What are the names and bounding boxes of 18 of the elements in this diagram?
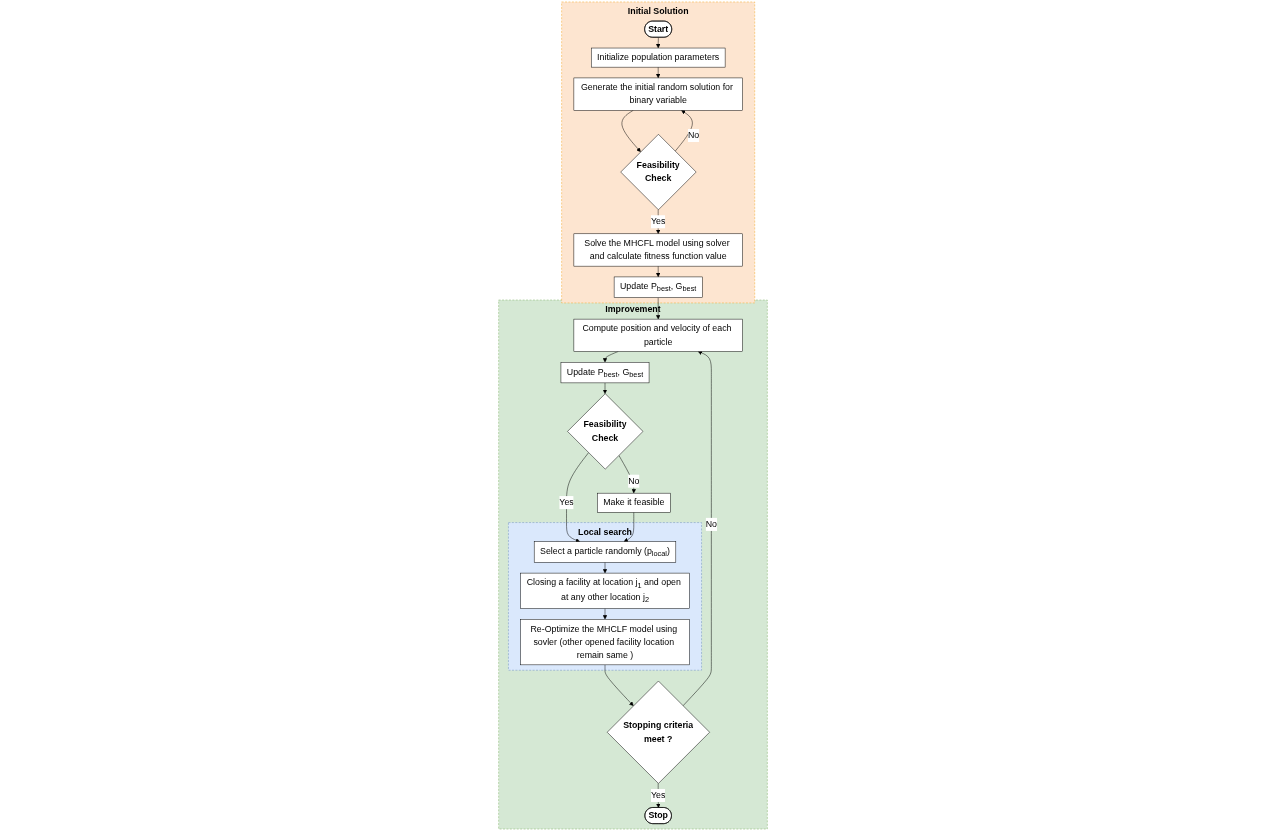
node-diamond: Stopping criteria meet ? bbox=[606, 680, 710, 784]
node-box: Make it feasible bbox=[597, 492, 671, 513]
node-box: Update P$_{best}$, G$_{best}$ bbox=[613, 276, 703, 298]
node-box: Compute position and velocity of each particle bbox=[573, 318, 743, 352]
node-box: Update P$_{best}$, G$_{best}$ bbox=[560, 362, 650, 384]
edge-label: No bbox=[687, 130, 700, 141]
node-box: Solve the MHCFL model using solver and calculate fitness function value bbox=[573, 233, 743, 267]
edge-label: Yes bbox=[650, 790, 666, 801]
edge-label: No bbox=[628, 476, 640, 486]
node-box: Select a particle randomly (p$_{local}$) bbox=[533, 541, 677, 563]
node-box: Generate the initial random solution for binary variable bbox=[573, 77, 743, 111]
edge-label: Yes bbox=[559, 497, 574, 508]
node-box: Initialize population parameters bbox=[591, 47, 726, 68]
edge-label: Yes bbox=[650, 216, 666, 227]
edge-label: No bbox=[705, 519, 717, 529]
node-diamond: Feasibility Check bbox=[567, 393, 644, 470]
node-box: Re-Optimize the MHCLF model using sovler (other opened facility location remain same ) bbox=[520, 619, 690, 666]
node-box: Closing a facility at location j$_{1}$ and open at any other location j$_{2}$ bbox=[520, 572, 690, 609]
